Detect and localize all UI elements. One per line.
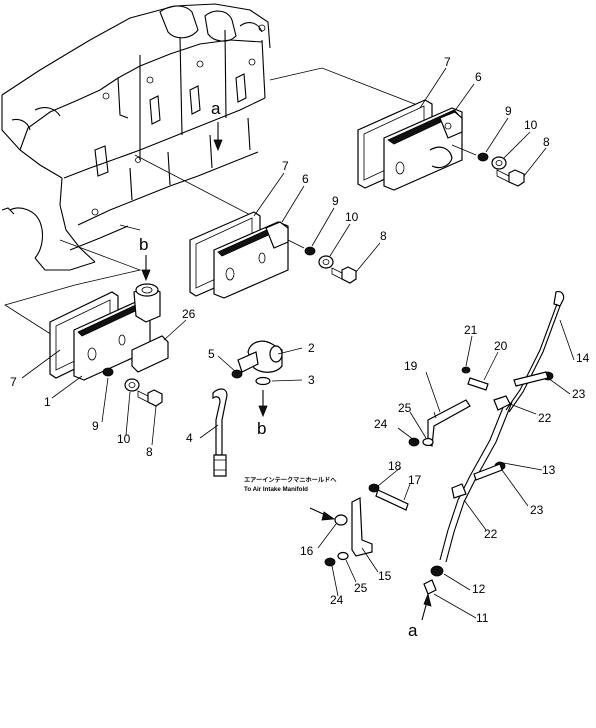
callout-26: 26 — [182, 307, 196, 321]
callout-8-upper: 8 — [543, 135, 550, 149]
callout-7-lower: 7 — [10, 375, 17, 389]
callout-25-upper: 25 — [398, 401, 412, 415]
air-intake-note-en: To Air Intake Manifold — [244, 486, 308, 493]
callout-3: 3 — [308, 373, 315, 387]
callout-17: 17 — [408, 473, 422, 487]
callout-leaders — [21, 67, 575, 619]
callout-14: 14 — [576, 351, 590, 365]
callout-24-upper: 24 — [374, 417, 388, 431]
callout-23-upper: 23 — [572, 387, 586, 401]
callout-10-middle: 10 — [345, 210, 359, 224]
callout-16: 16 — [300, 544, 314, 558]
ref-a-top: a — [211, 99, 221, 118]
side-cover-assembly-lower — [49, 283, 169, 407]
callout-22-upper: 22 — [538, 411, 552, 425]
callout-25-lower: 25 — [354, 581, 368, 595]
callout-9-lower: 9 — [92, 419, 99, 433]
dipstick-assembly — [408, 291, 565, 563]
callout-20: 20 — [494, 339, 508, 353]
lower-bracket-assembly — [324, 483, 444, 595]
callout-15: 15 — [378, 569, 392, 583]
callout-9-upper: 9 — [505, 104, 512, 118]
assembly-guide-lines — [4, 67, 431, 341]
callout-2: 2 — [308, 341, 315, 355]
engine-block — [1, 3, 271, 271]
callout-1: 1 — [44, 395, 51, 409]
callout-13: 13 — [542, 463, 556, 477]
callout-5: 5 — [208, 347, 215, 361]
callout-6-middle: 6 — [302, 172, 309, 186]
callout-21: 21 — [464, 323, 478, 337]
callout-6-upper: 6 — [475, 70, 482, 84]
callout-7-upper: 7 — [444, 55, 451, 69]
reference-letters: a b b a — [139, 99, 418, 640]
callout-10-upper: 10 — [524, 118, 538, 132]
callout-10-lower: 10 — [117, 432, 131, 446]
callout-4: 4 — [186, 431, 193, 445]
callout-8-middle: 8 — [380, 229, 387, 243]
callout-9-middle: 9 — [332, 194, 339, 208]
callout-18: 18 — [388, 459, 402, 473]
air-intake-note: エアーインテークマニホールドへ To Air Intake Manifold — [244, 476, 337, 493]
callout-12: 12 — [472, 582, 486, 596]
callout-labels: 7 6 9 10 8 7 6 9 10 8 7 1 26 9 10 8 5 2 … — [10, 55, 590, 625]
callout-7-middle: 7 — [282, 159, 289, 173]
ref-b-mid: b — [257, 419, 266, 438]
callout-23-lower: 23 — [530, 503, 544, 517]
callout-11: 11 — [476, 611, 489, 625]
reference-arrows — [141, 122, 432, 621]
callout-19: 19 — [404, 359, 418, 373]
callout-22-lower: 22 — [484, 527, 498, 541]
side-cover-assembly-upper — [357, 99, 525, 191]
ref-a-bottom: a — [408, 621, 418, 640]
ref-b-top: b — [139, 235, 148, 254]
air-intake-note-jp: エアーインテークマニホールドへ — [244, 476, 337, 484]
side-cover-assembly-middle — [189, 211, 357, 299]
callout-8-lower: 8 — [146, 445, 153, 459]
breather-hose-assembly — [212, 340, 283, 477]
callout-24-lower: 24 — [330, 593, 344, 607]
